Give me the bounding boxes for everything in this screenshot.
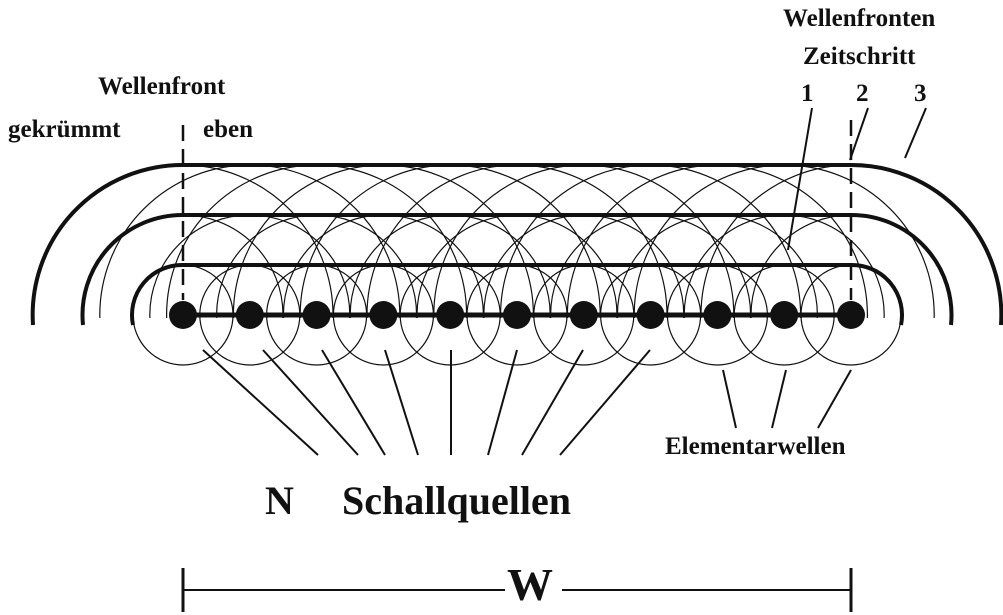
sound-source-dot	[636, 301, 665, 329]
sound-source-dot	[369, 301, 398, 329]
n-label: N	[265, 478, 294, 523]
time-step-label: Zeitschritt	[803, 43, 916, 70]
source-leader-line	[487, 349, 518, 456]
elementary-wave-lower-arc	[466, 314, 568, 366]
wavefronts-title-label: Wellenfronten	[783, 5, 936, 32]
elementary-wave-circles	[0, 164, 1003, 615]
elementary-wave-lower-arc	[533, 314, 635, 366]
sound-source-dot	[503, 301, 531, 329]
time-step-2-label: 2	[856, 80, 869, 107]
sound-source-array	[169, 301, 865, 329]
elementary-wave-lower-arc	[600, 314, 702, 366]
elementary-wave-leader-line	[771, 369, 787, 429]
wavefront-envelope	[80, 212, 954, 326]
wavefront-envelope	[130, 262, 904, 326]
wavefront-lines	[30, 120, 1003, 326]
source-leader-line	[559, 349, 651, 456]
elementary-wave-lower-arc	[666, 314, 768, 366]
elementary-wave-lower-arc	[132, 314, 234, 366]
sound-source-dot	[235, 301, 264, 329]
time-step-leader-line	[904, 107, 927, 159]
curved-label: gekrümmt	[8, 116, 121, 143]
source-leader-line	[521, 349, 584, 456]
flat-label: eben	[203, 116, 253, 143]
elementary-wave-leader-line	[722, 369, 737, 429]
sound-source-dot	[837, 301, 865, 329]
elementary-wave-lower-arc	[800, 314, 902, 366]
wavefront-envelope	[30, 162, 1003, 326]
leader-lines	[202, 107, 927, 456]
time-step-leader-line	[849, 107, 869, 161]
elementary-wave-lower-arc	[199, 314, 301, 366]
sound-source-dot	[569, 301, 598, 329]
elementary-wave-leader-line	[817, 369, 852, 429]
sound-source-dot	[169, 301, 197, 329]
source-leader-line	[202, 349, 319, 456]
time-step-leader-line	[787, 107, 813, 251]
time-step-3-label: 3	[914, 80, 927, 107]
sound-source-dot	[703, 301, 732, 329]
lower-mask	[0, 318, 1003, 615]
width-dimension	[181, 568, 853, 612]
wavefront-label: Wellenfront	[98, 73, 226, 100]
elementary-waves-label: Elementarwellen	[665, 433, 846, 460]
sound-source-dot	[770, 301, 799, 329]
elementary-wave-lower-arc	[733, 314, 835, 366]
elementary-wave-lower-arc	[266, 314, 368, 366]
sound-source-dot	[302, 301, 331, 329]
sound-source-dot	[436, 301, 465, 329]
elementary-wave-lower-arc	[332, 314, 434, 366]
source-leader-line	[321, 349, 386, 456]
source-leader-line	[384, 349, 419, 456]
width-label: W	[507, 559, 553, 610]
source-leader-line	[262, 349, 359, 456]
time-step-1-label: 1	[801, 80, 814, 107]
sound-sources-label: Schallquellen	[342, 478, 571, 523]
